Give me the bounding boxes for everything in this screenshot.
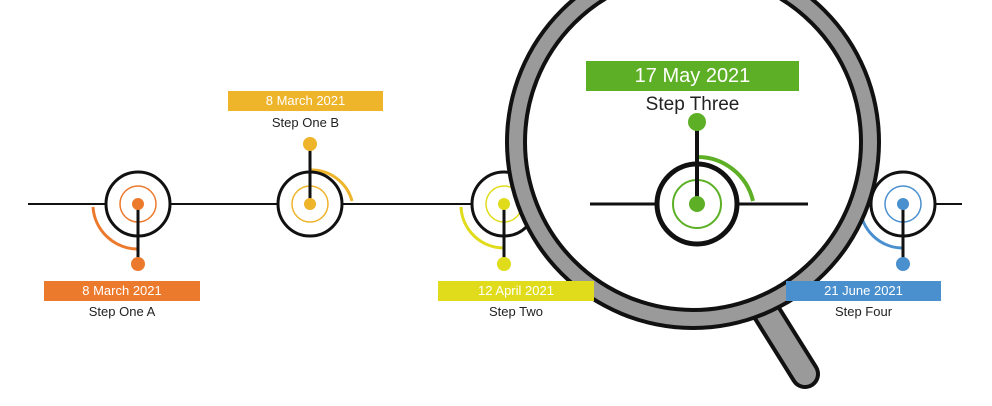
date-tag-step-three: 17 May 2021 — [586, 61, 799, 91]
milestone-accent-arc — [309, 168, 354, 202]
milestone-center-dot — [498, 198, 510, 210]
milestone-end-dot — [896, 257, 910, 271]
date-tag-step-one-a: 8 March 2021 — [44, 281, 200, 301]
date-tag-step-four: 21 June 2021 — [786, 281, 941, 301]
step-label-step-three: Step Three — [645, 94, 740, 115]
milestone-end-dot — [303, 137, 317, 151]
date-tag-step-one-b: 8 March 2021 — [228, 91, 383, 111]
milestone-center-dot — [132, 198, 144, 210]
milestone-accent-arc — [91, 206, 139, 251]
step-label-step-two: Step Two — [489, 304, 543, 319]
milestone-step-four — [858, 170, 937, 271]
milestone-end-dot — [131, 257, 145, 271]
milestone-center-dot — [304, 198, 316, 210]
milestone-end-dot — [688, 113, 706, 131]
milestone-end-dot — [497, 257, 511, 271]
step-label-step-four: Step Four — [834, 304, 893, 319]
milestone-center-dot — [689, 196, 705, 212]
milestone-step-one-b — [276, 137, 354, 238]
step-label-step-one-b: Step One B — [271, 115, 340, 130]
step-label-step-one-a: Step One A — [88, 304, 156, 319]
milestone-step-three — [590, 113, 808, 247]
milestone-center-dot — [897, 198, 909, 210]
milestone-accent-arc — [459, 206, 505, 250]
date-tag-step-two: 12 April 2021 — [438, 281, 594, 301]
lens-glass — [523, 0, 863, 312]
milestone-step-one-a — [91, 170, 172, 271]
milestone-accent-arc — [696, 154, 755, 202]
